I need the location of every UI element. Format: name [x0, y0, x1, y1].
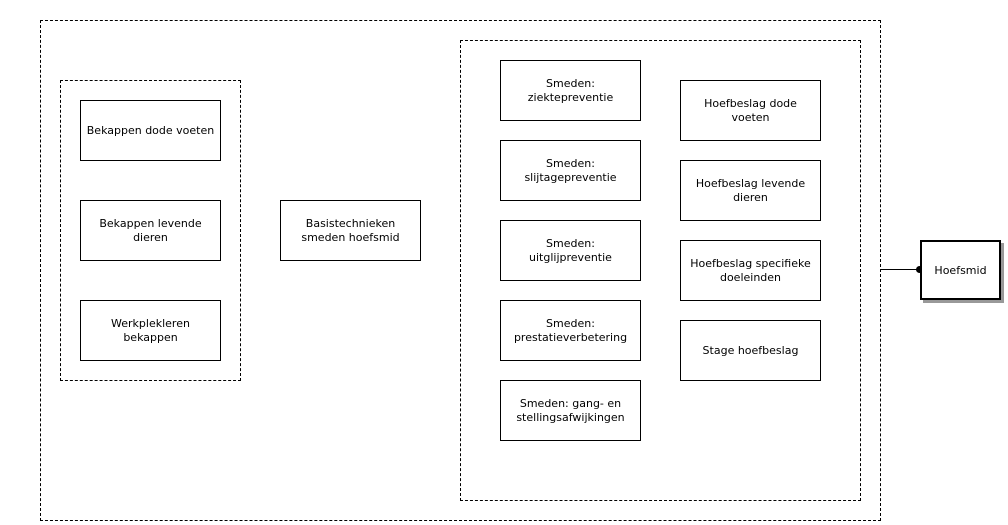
smeden-hoefbeslag-group: [460, 40, 861, 501]
node-hoefbeslag-levende-dieren[interactable]: Hoefbeslag levende dieren: [680, 160, 821, 221]
node-hoefsmid[interactable]: Hoefsmid: [920, 240, 1001, 300]
node-smeden-ziektepreventie[interactable]: Smeden: ziektepreventie: [500, 60, 641, 121]
node-werkplekleren-bekappen[interactable]: Werkplekleren bekappen: [80, 300, 221, 361]
node-smeden-slijtagepreventie[interactable]: Smeden: slijtagepreventie: [500, 140, 641, 201]
node-smeden-prestatieverbetering[interactable]: Smeden: prestatieverbetering: [500, 300, 641, 361]
node-stage-hoefbeslag[interactable]: Stage hoefbeslag: [680, 320, 821, 381]
bekappen-group: [60, 80, 241, 381]
node-smeden-gang-stelling[interactable]: Smeden: gang- en stellingsafwijkingen: [500, 380, 641, 441]
node-hoefbeslag-dode-voeten[interactable]: Hoefbeslag dode voeten: [680, 80, 821, 141]
node-bekappen-levende-dieren[interactable]: Bekappen levende dieren: [80, 200, 221, 261]
connector-dot: [916, 266, 923, 273]
node-hoefbeslag-specifieke-doeleinden[interactable]: Hoefbeslag specifieke doeleinden: [680, 240, 821, 301]
node-basistechnieken[interactable]: Basistechnieken smeden hoefsmid: [280, 200, 421, 261]
node-bekappen-dode-voeten[interactable]: Bekappen dode voeten: [80, 100, 221, 161]
connector-line: [881, 269, 920, 270]
node-smeden-uitglijpreventie[interactable]: Smeden: uitglijpreventie: [500, 220, 641, 281]
outer-group: [40, 20, 881, 521]
